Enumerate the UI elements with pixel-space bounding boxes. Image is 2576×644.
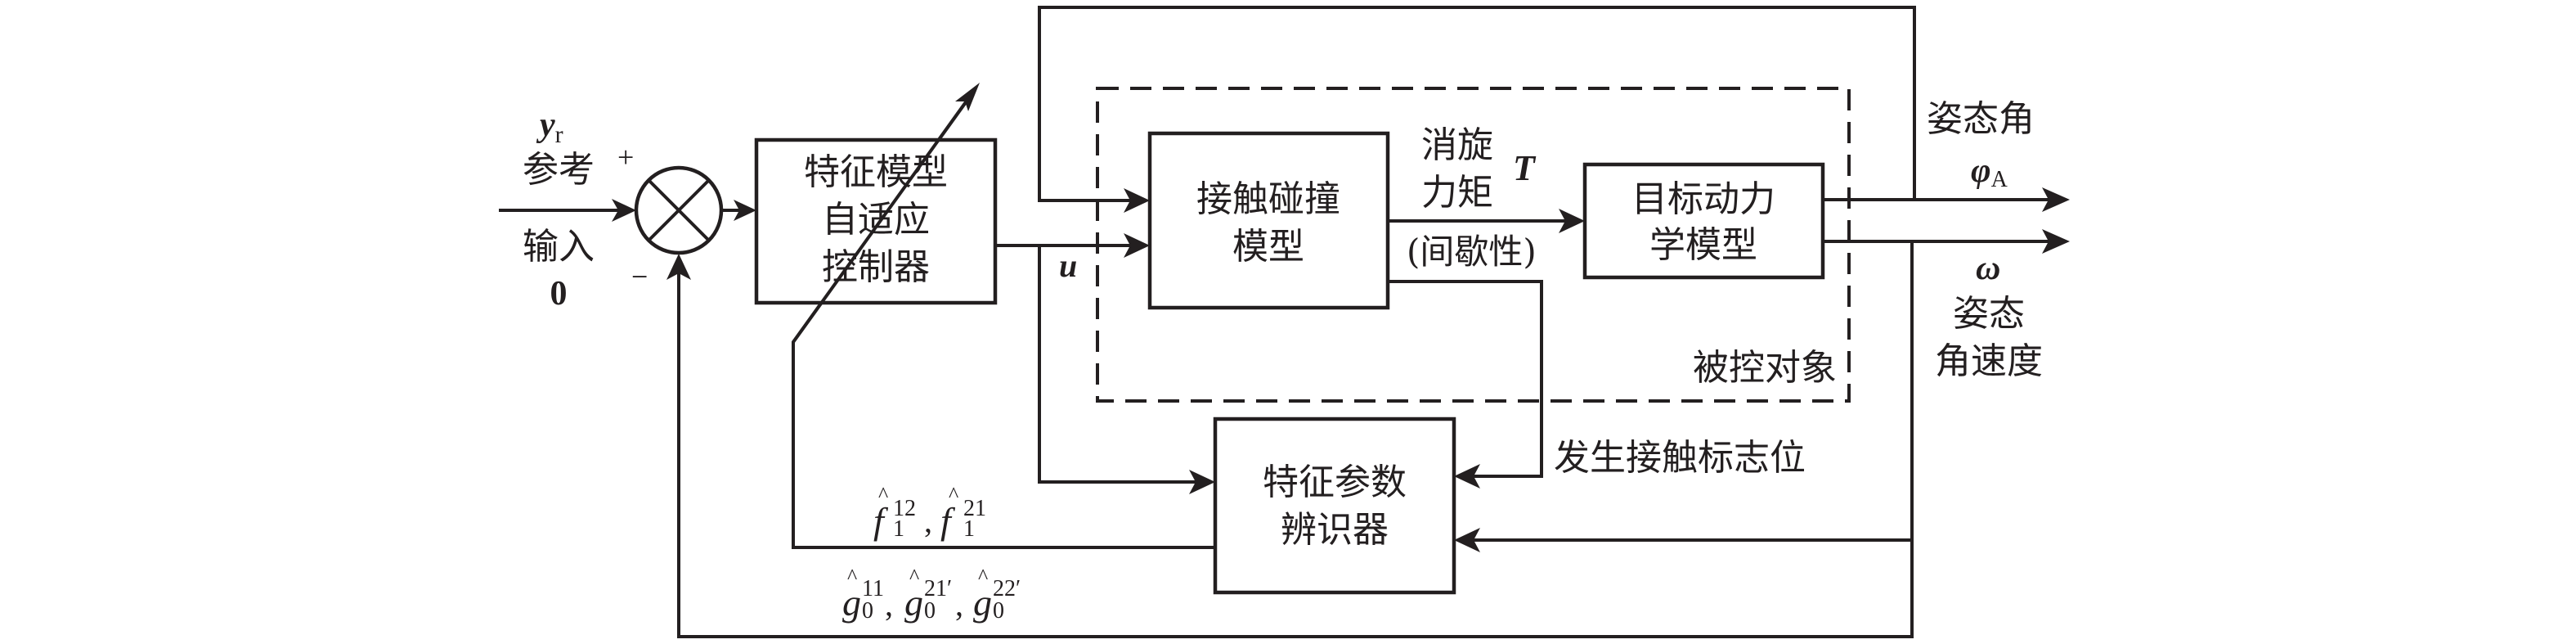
controller-label-line-3: 控制器 xyxy=(822,246,930,288)
plant-group-boundary xyxy=(1096,87,1851,403)
contact-model-block-frame xyxy=(1147,131,1390,310)
contact-flag-arrowhead xyxy=(1454,464,1480,489)
f-sub-1: 1 xyxy=(893,516,904,542)
torque-label-line-2: 力矩 xyxy=(1421,172,1493,214)
adaptive-diagonal-line xyxy=(792,92,973,344)
contact-model-block[interactable]: 接触碰撞 模型 xyxy=(1147,131,1390,310)
input-value: 0 xyxy=(550,275,568,313)
controller-block-frame xyxy=(754,137,998,305)
error-signal-arrowhead xyxy=(734,200,756,221)
torque-symbol: T xyxy=(1513,148,1537,188)
control-to-contact-arrowhead xyxy=(1124,233,1150,258)
f-separator: , xyxy=(924,502,932,539)
f-hat-1: ^ xyxy=(878,483,888,507)
attitude-angle-output-arrowhead xyxy=(2042,187,2070,212)
identifier-label-line-2: 辨识器 xyxy=(1281,509,1389,551)
g-sup-3: 22′ xyxy=(993,576,1021,601)
reference-label: 参考 xyxy=(523,149,595,191)
torque-label-line-1: 消旋 xyxy=(1421,124,1493,166)
controller-label-line-2: 自适应 xyxy=(822,199,930,241)
g-symbol-2: g xyxy=(904,582,923,624)
angular-rate-symbol: ω xyxy=(1976,250,2000,287)
g-sub-2: 0 xyxy=(924,598,936,624)
state-to-identifier-arrowhead xyxy=(1454,528,1480,552)
plus-sign: + xyxy=(617,141,634,173)
attitude-angle-feedback-top-line xyxy=(1038,6,1916,202)
controller-block[interactable]: 特征模型 自适应 控制器 xyxy=(754,137,998,305)
identifier-block[interactable]: 特征参数 辨识器 xyxy=(1213,417,1456,595)
target-dynamics-label-line-1: 目标动力 xyxy=(1631,178,1775,220)
control-to-identifier-line xyxy=(1038,245,1202,484)
target-dynamics-label-line-2: 学模型 xyxy=(1649,224,1757,266)
reference-symbol: yr xyxy=(536,106,563,148)
g-symbol-1: g xyxy=(842,582,861,624)
angular-rate-feedback-line xyxy=(677,241,1914,638)
g-sup-2: 21′ xyxy=(924,576,952,601)
minus-sign: − xyxy=(631,260,648,293)
g-separator-2: , xyxy=(955,586,963,623)
feedback-to-junction-arrowhead xyxy=(666,254,691,280)
torque-note: (间歇性) xyxy=(1407,232,1537,272)
torque-arrowhead xyxy=(1559,209,1585,233)
f-parameter-estimates: ^ f 12 1 , ^ f 21 1 xyxy=(873,483,986,542)
input-label: 输入 xyxy=(523,226,595,268)
attitude-angle-label: 姿态角 xyxy=(1927,98,2035,140)
contact-flag-label: 发生接触标志位 xyxy=(1554,437,1806,479)
contact-flag-line xyxy=(1388,280,1543,478)
contact-model-label-line-2: 模型 xyxy=(1232,226,1304,268)
identifier-label-line-1: 特征参数 xyxy=(1263,462,1407,503)
control-to-identifier-arrowhead xyxy=(1189,470,1215,494)
angular-rate-output-arrowhead xyxy=(2042,229,2070,254)
g-separator-1: , xyxy=(885,586,893,623)
angular-rate-label-line-1: 姿态 xyxy=(1953,293,2025,335)
g-hat-1: ^ xyxy=(847,565,857,588)
adaptive-tuning-arrowhead xyxy=(955,83,980,111)
g-hat-3: ^ xyxy=(978,565,988,588)
g-sub-1: 0 xyxy=(862,598,873,624)
summing-junction-cross-b xyxy=(647,178,711,242)
target-dynamics-block-frame xyxy=(1582,162,1825,280)
control-signal-label: u xyxy=(1059,247,1077,284)
summing-junction[interactable] xyxy=(634,165,724,255)
plant-group-label: 被控对象 xyxy=(1693,347,1837,389)
g-symbol-3: g xyxy=(973,582,992,624)
g-sub-3: 0 xyxy=(993,598,1004,624)
identifier-block-frame xyxy=(1213,417,1456,595)
reference-input-arrowhead xyxy=(612,199,636,222)
g-hat-2: ^ xyxy=(909,565,919,588)
g-sup-1: 11 xyxy=(862,576,884,601)
angular-rate-label-line-2: 角速度 xyxy=(1935,340,2043,382)
f-sup-1: 12 xyxy=(893,496,916,521)
contact-model-label-line-1: 接触碰撞 xyxy=(1196,178,1340,220)
attitude-angle-symbol: φA xyxy=(1971,152,2008,192)
attitude-to-contact-arrowhead xyxy=(1124,188,1150,213)
target-dynamics-block[interactable]: 目标动力 学模型 xyxy=(1582,162,1825,280)
f-hat-2: ^ xyxy=(949,483,958,507)
g-parameter-estimates: ^ g 11 0 , ^ g 21′ 0 , ^ g 22′ 0 xyxy=(842,565,1021,624)
f-sub-2: 1 xyxy=(963,516,975,542)
f-sup-2: 21 xyxy=(963,496,986,521)
